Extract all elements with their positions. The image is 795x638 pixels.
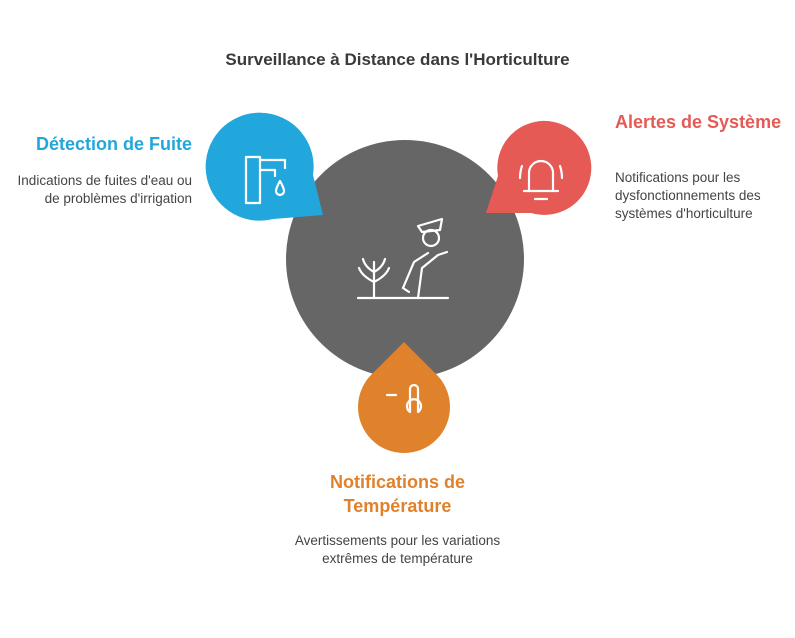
alarm-bell-icon xyxy=(518,159,564,201)
temperature-notifications-description: Avertissements pour les variations extrê… xyxy=(294,533,501,566)
alert-bubble xyxy=(486,120,592,215)
gardener-icon xyxy=(356,217,450,300)
leak-detection-heading: Détection de Fuite xyxy=(35,134,192,154)
faucet-drop-icon xyxy=(244,155,287,205)
temperature-bubble xyxy=(357,342,451,454)
temperature-notifications-heading: Notifications de Température xyxy=(329,472,465,516)
thermometer-icon xyxy=(385,383,423,414)
system-alerts-description: Notifications pour les dysfonctionnement… xyxy=(615,170,761,221)
leak-detection-description: Indications de fuites d'eau ou de problè… xyxy=(17,173,192,206)
center-circle xyxy=(286,140,524,378)
diagram-title: Surveillance à Distance dans l'Horticult… xyxy=(225,50,570,69)
system-alerts-heading: Alertes de Système xyxy=(615,112,782,132)
leak-bubble xyxy=(205,112,323,221)
